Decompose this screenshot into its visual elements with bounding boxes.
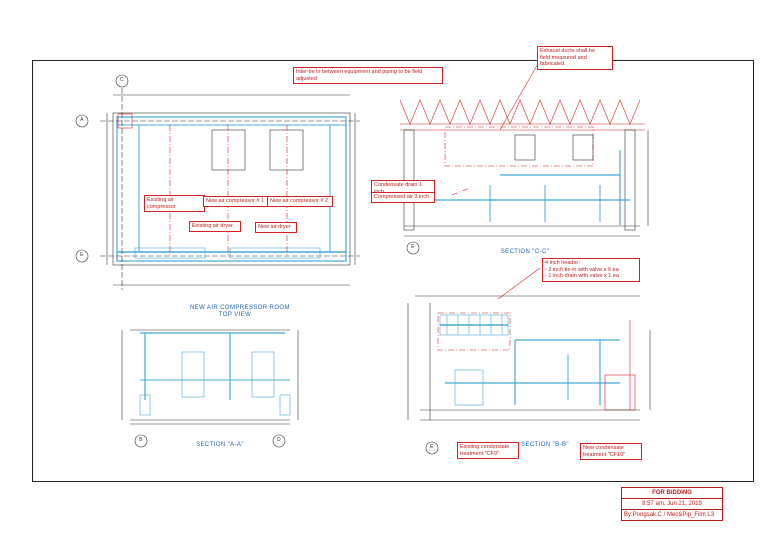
top-view-title: NEW AIR COMPRESSOR ROOM — [190, 305, 290, 311]
grid-marker-d-aa: D — [276, 437, 281, 443]
new-compressor-1-note: New air compressor # 1 — [203, 196, 269, 207]
section-aa-drawing — [121, 329, 299, 448]
grid-marker-e-cc: E — [411, 244, 415, 250]
top-view-subtitle: TOP VIEW — [218, 312, 252, 318]
top-view-plan — [100, 88, 360, 290]
section-cc-title: SECTION "C-C" — [500, 249, 550, 255]
existing-dryer-note: Existing air dryer — [189, 221, 241, 232]
bidding-status: FOR BIDDING — [622, 488, 722, 499]
top-view-markers — [75, 74, 129, 263]
compressed-air-note: Compressed air 3 inch — [371, 192, 435, 203]
title-block: FOR BIDDING 8:57 am, Jun 21, 2019 By:Pon… — [621, 487, 723, 521]
existing-compressor-note: Existing air compressor — [144, 195, 205, 212]
section-aa-title: SECTION "A-A" — [196, 442, 244, 448]
grid-marker-e-bb: E — [430, 444, 434, 450]
sheet-border — [32, 60, 754, 482]
stamp-date: 8:57 am, Jun 21, 2019 — [622, 499, 722, 510]
new-compressor-2-note: New air compressor # 2 — [267, 196, 333, 207]
section-cc-drawing — [399, 61, 649, 255]
grid-marker-a-top: A — [80, 117, 84, 123]
exhaust-note: Exhaust ducts shall be field measured an… — [537, 46, 613, 70]
author-line: By:Pongsak.C / Mec&Pip_Film L3 — [624, 512, 715, 518]
new-dryer-note: New air dryer — [255, 222, 297, 233]
header-note: 4 inch header: - 2 inch tie-in with valv… — [542, 258, 640, 282]
section-bb-title: SECTION "B-B" — [521, 442, 569, 448]
grid-marker-e-top: E — [80, 252, 84, 258]
new-treatment-note: New condensate treatment "CF10" — [580, 443, 642, 460]
section-bb-drawing — [407, 267, 651, 455]
tie-in-note: Inter-tie in between equipment and pipin… — [293, 67, 443, 84]
grid-marker-b-aa: B — [139, 437, 143, 443]
grid-marker-c-top: C — [119, 77, 124, 83]
existing-treatment-note: Existing condensate treatment "CF9" — [457, 442, 519, 459]
